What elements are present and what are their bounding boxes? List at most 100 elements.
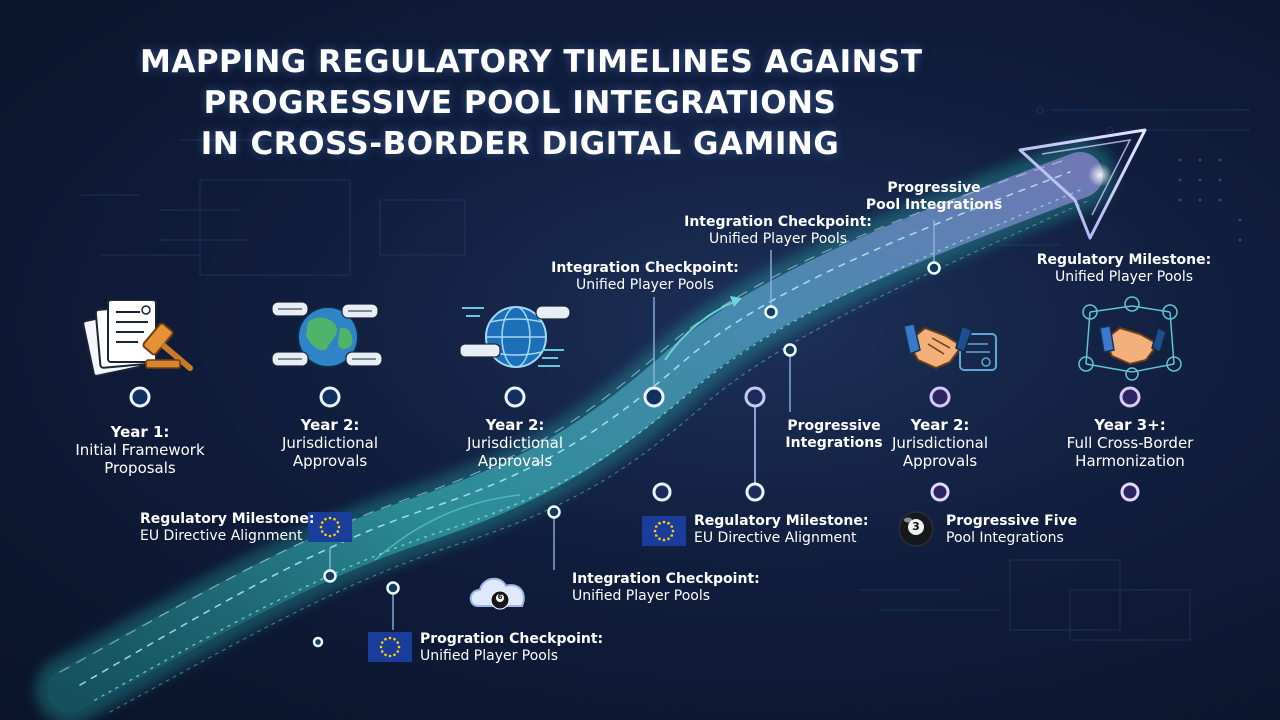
title-line-3: IN CROSS-BORDER DIGITAL GAMING bbox=[200, 126, 840, 162]
callout-heading-2: Integrations bbox=[785, 435, 883, 451]
eu-flag-stars bbox=[319, 516, 341, 538]
timeline-label-year2-b: Year 2: Jurisdictional Approvals bbox=[455, 416, 575, 470]
eu-star bbox=[328, 534, 332, 538]
eu-flag-icon bbox=[308, 512, 352, 542]
timeline-label-year2-c: Year 2: Jurisdictional Approvals bbox=[880, 416, 1000, 470]
page-title: MAPPING REGULATORY TIMELINES AGAINST PRO… bbox=[140, 42, 923, 165]
cloud-ball-number: 6 bbox=[497, 593, 503, 601]
callout-regulatory-milestone-top: Regulatory Milestone: Unified Player Poo… bbox=[1037, 252, 1211, 286]
callout-integration-checkpoint-mid: Integration Checkpoint: Unified Player P… bbox=[551, 260, 739, 294]
title-line-1: MAPPING REGULATORY TIMELINES AGAINST bbox=[140, 44, 923, 80]
timeline-label-year1: Year 1: Initial Framework Proposals bbox=[70, 423, 210, 477]
eu-star bbox=[380, 641, 384, 644]
callout-integration-checkpoint-bottom: Integration Checkpoint: Unified Player P… bbox=[572, 571, 760, 605]
small-arrow-head-icon bbox=[730, 296, 742, 307]
eu-star bbox=[658, 537, 661, 541]
timeline-year: Year 2: bbox=[485, 416, 545, 434]
eu-star bbox=[654, 534, 658, 537]
billiard-ball-icon bbox=[898, 511, 934, 547]
callout-heading-2: Pool Integrations bbox=[865, 197, 1003, 213]
eu-flag-icon bbox=[642, 516, 686, 546]
timeline-label-year2-a: Year 2: Jurisdictional Approvals bbox=[270, 416, 390, 470]
eu-star bbox=[319, 525, 323, 529]
eu-star bbox=[333, 533, 336, 537]
callout-regulatory-milestone-mid: Regulatory Milestone: EU Directive Align… bbox=[694, 513, 868, 547]
eu-star bbox=[320, 521, 324, 524]
leader-lines bbox=[329, 220, 935, 630]
eu-flag-stars bbox=[653, 520, 675, 542]
eu-flag-icon bbox=[368, 632, 412, 662]
eu-star bbox=[667, 537, 670, 541]
handshake-network-icon bbox=[1078, 296, 1182, 381]
callout-heading: Regulatory Milestone: bbox=[694, 513, 869, 529]
timeline-description: Jurisdictional Approvals bbox=[466, 434, 564, 470]
secondary-timeline-nodes bbox=[652, 482, 1140, 502]
callout-heading: Integration Checkpoint: bbox=[551, 260, 739, 276]
callout-text: EU Directive Alignment bbox=[140, 528, 303, 544]
globe-network-icon bbox=[459, 305, 571, 368]
eu-star bbox=[388, 654, 392, 658]
eu-star bbox=[379, 645, 383, 649]
callout-heading: Progressive bbox=[887, 180, 981, 196]
callout-integration-checkpoint-top: Integration Checkpoint: Unified Player P… bbox=[684, 214, 872, 248]
timeline-description: Jurisdictional Approvals bbox=[281, 434, 379, 470]
eu-star bbox=[662, 520, 666, 524]
handshake-icon bbox=[903, 323, 997, 371]
eu-star bbox=[662, 538, 666, 542]
eu-star bbox=[397, 645, 401, 649]
callout-regulatory-milestone-left: Regulatory Milestone: EU Directive Align… bbox=[140, 511, 315, 545]
data-stream-lanes bbox=[59, 159, 1091, 713]
background-dots bbox=[1178, 158, 1242, 242]
billiard-ball-number: 3 bbox=[912, 520, 920, 533]
callout-heading: Regulatory Milestone: bbox=[1036, 252, 1212, 268]
eu-star bbox=[393, 637, 396, 641]
growth-arrow-head bbox=[1018, 128, 1147, 240]
callout-heading: Progressive Five bbox=[946, 513, 1078, 529]
callout-text: Unified Player Pools bbox=[708, 231, 848, 247]
arrow-glow bbox=[1088, 163, 1112, 187]
eu-star bbox=[654, 525, 658, 528]
callout-text: EU Directive Alignment bbox=[694, 530, 857, 546]
main-timeline-nodes bbox=[129, 386, 1141, 408]
eu-star bbox=[653, 529, 657, 533]
callout-text: Pool Integrations bbox=[946, 530, 1064, 546]
globe-certificates-icon bbox=[271, 301, 383, 368]
timeline-label-year3: Year 3+: Full Cross-Border Harmonization bbox=[1055, 416, 1205, 470]
eu-star bbox=[336, 521, 340, 524]
eu-star bbox=[658, 521, 661, 525]
eu-star bbox=[670, 525, 674, 528]
callout-text: Unified Player Pools bbox=[572, 588, 711, 604]
eu-star bbox=[388, 636, 392, 640]
cloud-billiard-icon bbox=[469, 577, 525, 610]
title-line-2: PROGRESSIVE POOL INTEGRATIONS bbox=[203, 85, 837, 121]
callout-progressive-five: Progressive Five Pool Integrations bbox=[946, 513, 1077, 547]
legal-documents-gavel-icon bbox=[82, 299, 193, 377]
eu-star bbox=[328, 516, 332, 520]
callout-heading: Progressive bbox=[787, 418, 881, 434]
timeline-description: Full Cross-Border Harmonization bbox=[1066, 434, 1194, 470]
callout-progressive-integrations: Progressive Integrations bbox=[785, 418, 882, 452]
eu-star bbox=[320, 530, 324, 533]
eu-star bbox=[380, 650, 384, 653]
callout-progressive-pool-top: Progressive Pool Integrations bbox=[866, 180, 1002, 214]
callout-text: Unified Player Pools bbox=[1054, 269, 1194, 285]
eu-star bbox=[384, 637, 387, 641]
callout-text: Unified Player Pools bbox=[420, 648, 559, 664]
eu-star bbox=[324, 517, 327, 521]
eu-star bbox=[337, 525, 341, 529]
callout-heading: Integration Checkpoint: bbox=[572, 571, 760, 587]
eu-flag-stars bbox=[379, 636, 401, 658]
timeline-year: Year 3+: bbox=[1094, 416, 1166, 434]
timeline-year: Year 2: bbox=[300, 416, 360, 434]
eu-star bbox=[333, 517, 336, 521]
callout-heading: Regulatory Milestone: bbox=[140, 511, 315, 527]
timeline-description: Jurisdictional Approvals bbox=[891, 434, 989, 470]
timeline-year: Year 1: bbox=[110, 423, 170, 441]
timeline-year: Year 2: bbox=[910, 416, 970, 434]
growth-arrow-inner bbox=[1041, 139, 1132, 216]
callout-progration-checkpoint: Progration Checkpoint: Unified Player Po… bbox=[420, 631, 603, 665]
eu-star bbox=[667, 521, 670, 525]
eu-star bbox=[670, 534, 674, 537]
